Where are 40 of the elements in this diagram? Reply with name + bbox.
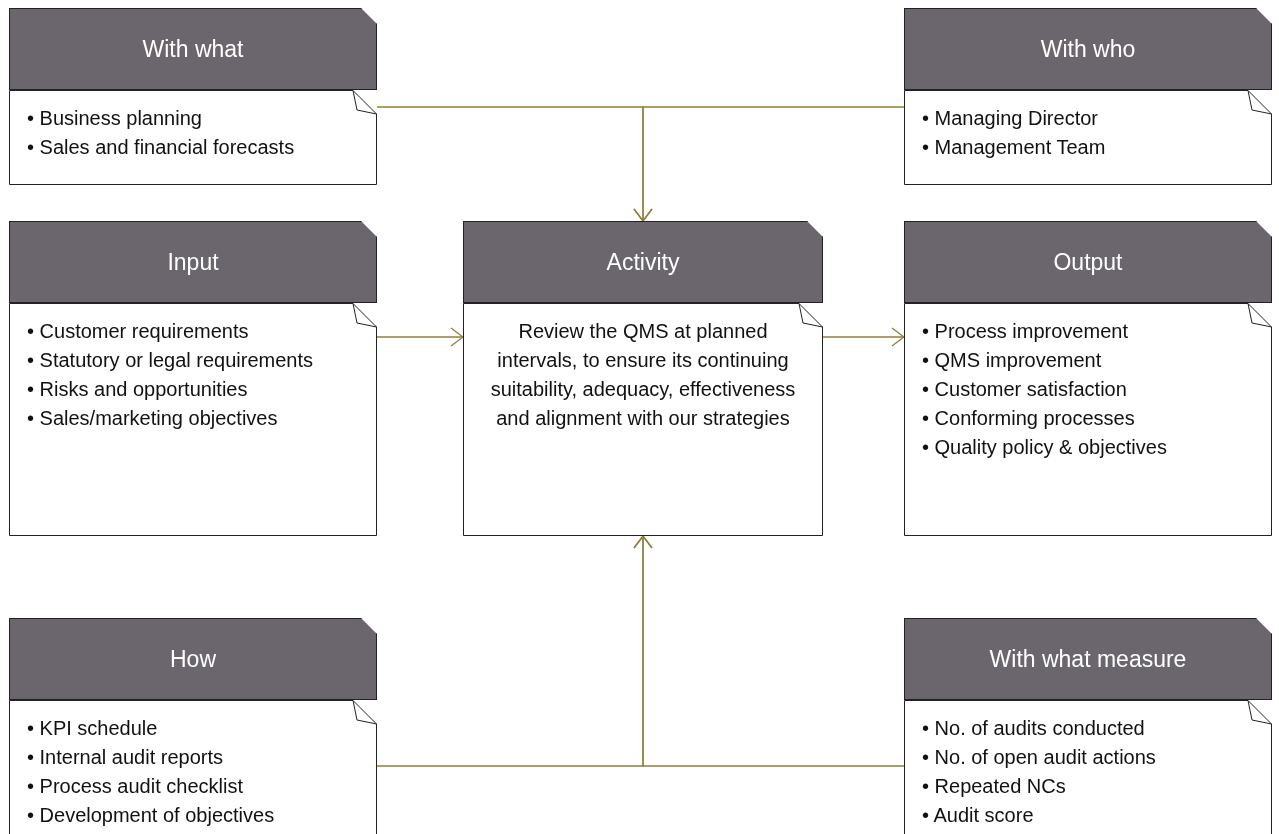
process-card: [463, 221, 823, 536]
bullet-item: • Risks and opportunities: [27, 377, 249, 402]
bullet-item: • Audit score: [922, 803, 1035, 828]
process-card: [9, 618, 377, 834]
bullet-item: • Management Team: [922, 135, 1107, 160]
bullet-item: • Customer requirements: [27, 319, 250, 344]
bullet-item: • No. of audits conducted: [922, 716, 1146, 741]
process-card: [904, 221, 1272, 536]
connector-arrow: [822, 327, 905, 347]
bullet-item: • Managing Director: [922, 106, 1099, 131]
connector-arrow: [376, 327, 464, 347]
process-card: [9, 221, 377, 536]
bullet-item: • QMS improvement: [922, 348, 1103, 373]
bullet-item: • No. of open audit actions: [922, 745, 1157, 770]
card-header: Output: [904, 221, 1272, 303]
bullet-item: • Business planning: [27, 106, 203, 131]
connector-arrow: [633, 535, 905, 767]
activity-description: Review the QMS at planned intervals, to ensure its continuing suitability, adequacy, effectiveness and alignment with our strategies: [489, 319, 797, 431]
bullet-item: • Quality policy & objectives: [922, 435, 1168, 460]
bullet-item: • Repeated NCs: [922, 774, 1067, 799]
bullet-item: • Process improvement: [922, 319, 1129, 344]
bullet-item: • KPI schedule: [27, 716, 159, 741]
card-header: Activity: [463, 221, 823, 303]
process-card: [904, 8, 1272, 185]
bullet-item: • Development of objectives: [27, 803, 276, 828]
bullet-item: • Sales and financial forecasts: [27, 135, 296, 160]
card-header: How: [9, 618, 377, 700]
process-card: [904, 618, 1272, 834]
bullet-item: • Conforming processes: [922, 406, 1136, 431]
process-card: [9, 8, 377, 185]
card-header: With who: [904, 8, 1272, 90]
bullet-item: • Internal audit reports: [27, 745, 224, 770]
bullet-item: • Sales/marketing objectives: [27, 406, 279, 431]
card-header: Input: [9, 221, 377, 303]
connector-arrow: [633, 106, 905, 222]
bullet-item: • Customer satisfaction: [922, 377, 1128, 402]
card-header: With what: [9, 8, 377, 90]
bullet-item: • Process audit checklist: [27, 774, 244, 799]
bullet-item: • Statutory or legal requirements: [27, 348, 315, 373]
card-header: With what measure: [904, 618, 1272, 700]
